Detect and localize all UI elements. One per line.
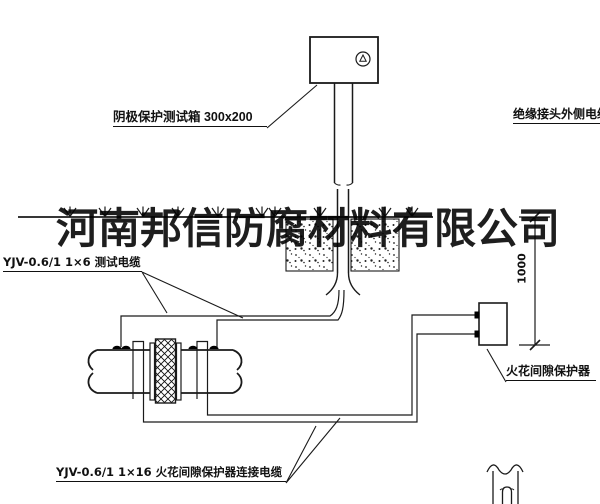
leader-spark-protector xyxy=(486,348,507,383)
leader-test-cable xyxy=(141,271,244,319)
dimension-value: 1000 xyxy=(515,253,529,284)
weld-point-dots xyxy=(112,345,219,349)
test-cable-lines xyxy=(120,289,345,347)
conduit-riser xyxy=(333,83,354,273)
ground-hatch-marks xyxy=(63,206,419,217)
leader-test-box xyxy=(266,84,318,129)
company-watermark: 河南邦信防腐材料有限公司 xyxy=(56,207,561,253)
test-box xyxy=(309,36,379,84)
spark-terminal-lower xyxy=(474,330,480,338)
spark-terminal-upper xyxy=(474,311,480,319)
dimension-line xyxy=(519,211,550,351)
cable-clamp-right xyxy=(196,340,209,399)
label-test-cable: YJV-0.6/1 1×6 测试电缆 xyxy=(3,255,142,272)
leader-spark-cable xyxy=(285,417,341,484)
label-spark-gap-cable: YJV-0.6/1 1×16 火花间隙保护器连接电缆 xyxy=(56,465,286,482)
label-test-box: 阴极保护测试箱 300x200 xyxy=(113,110,267,127)
label-insulating-joint-cable: 绝缘接头外侧电缆 xyxy=(513,107,600,124)
foundation-block-left xyxy=(285,218,334,272)
spark-gap-cable-lines xyxy=(142,314,477,423)
pipe-break-symbol xyxy=(486,464,524,504)
test-box-indicator-icon xyxy=(355,51,371,67)
cable-clamp-left xyxy=(132,340,145,399)
pipeline xyxy=(87,349,243,394)
conduit-bell-mouth xyxy=(325,272,361,296)
spark-gap-protector-box xyxy=(474,302,508,346)
label-spark-gap-protector: 火花间隙保护器 xyxy=(506,364,596,381)
insulating-joint xyxy=(149,338,182,404)
foundation-block-right xyxy=(350,218,400,272)
